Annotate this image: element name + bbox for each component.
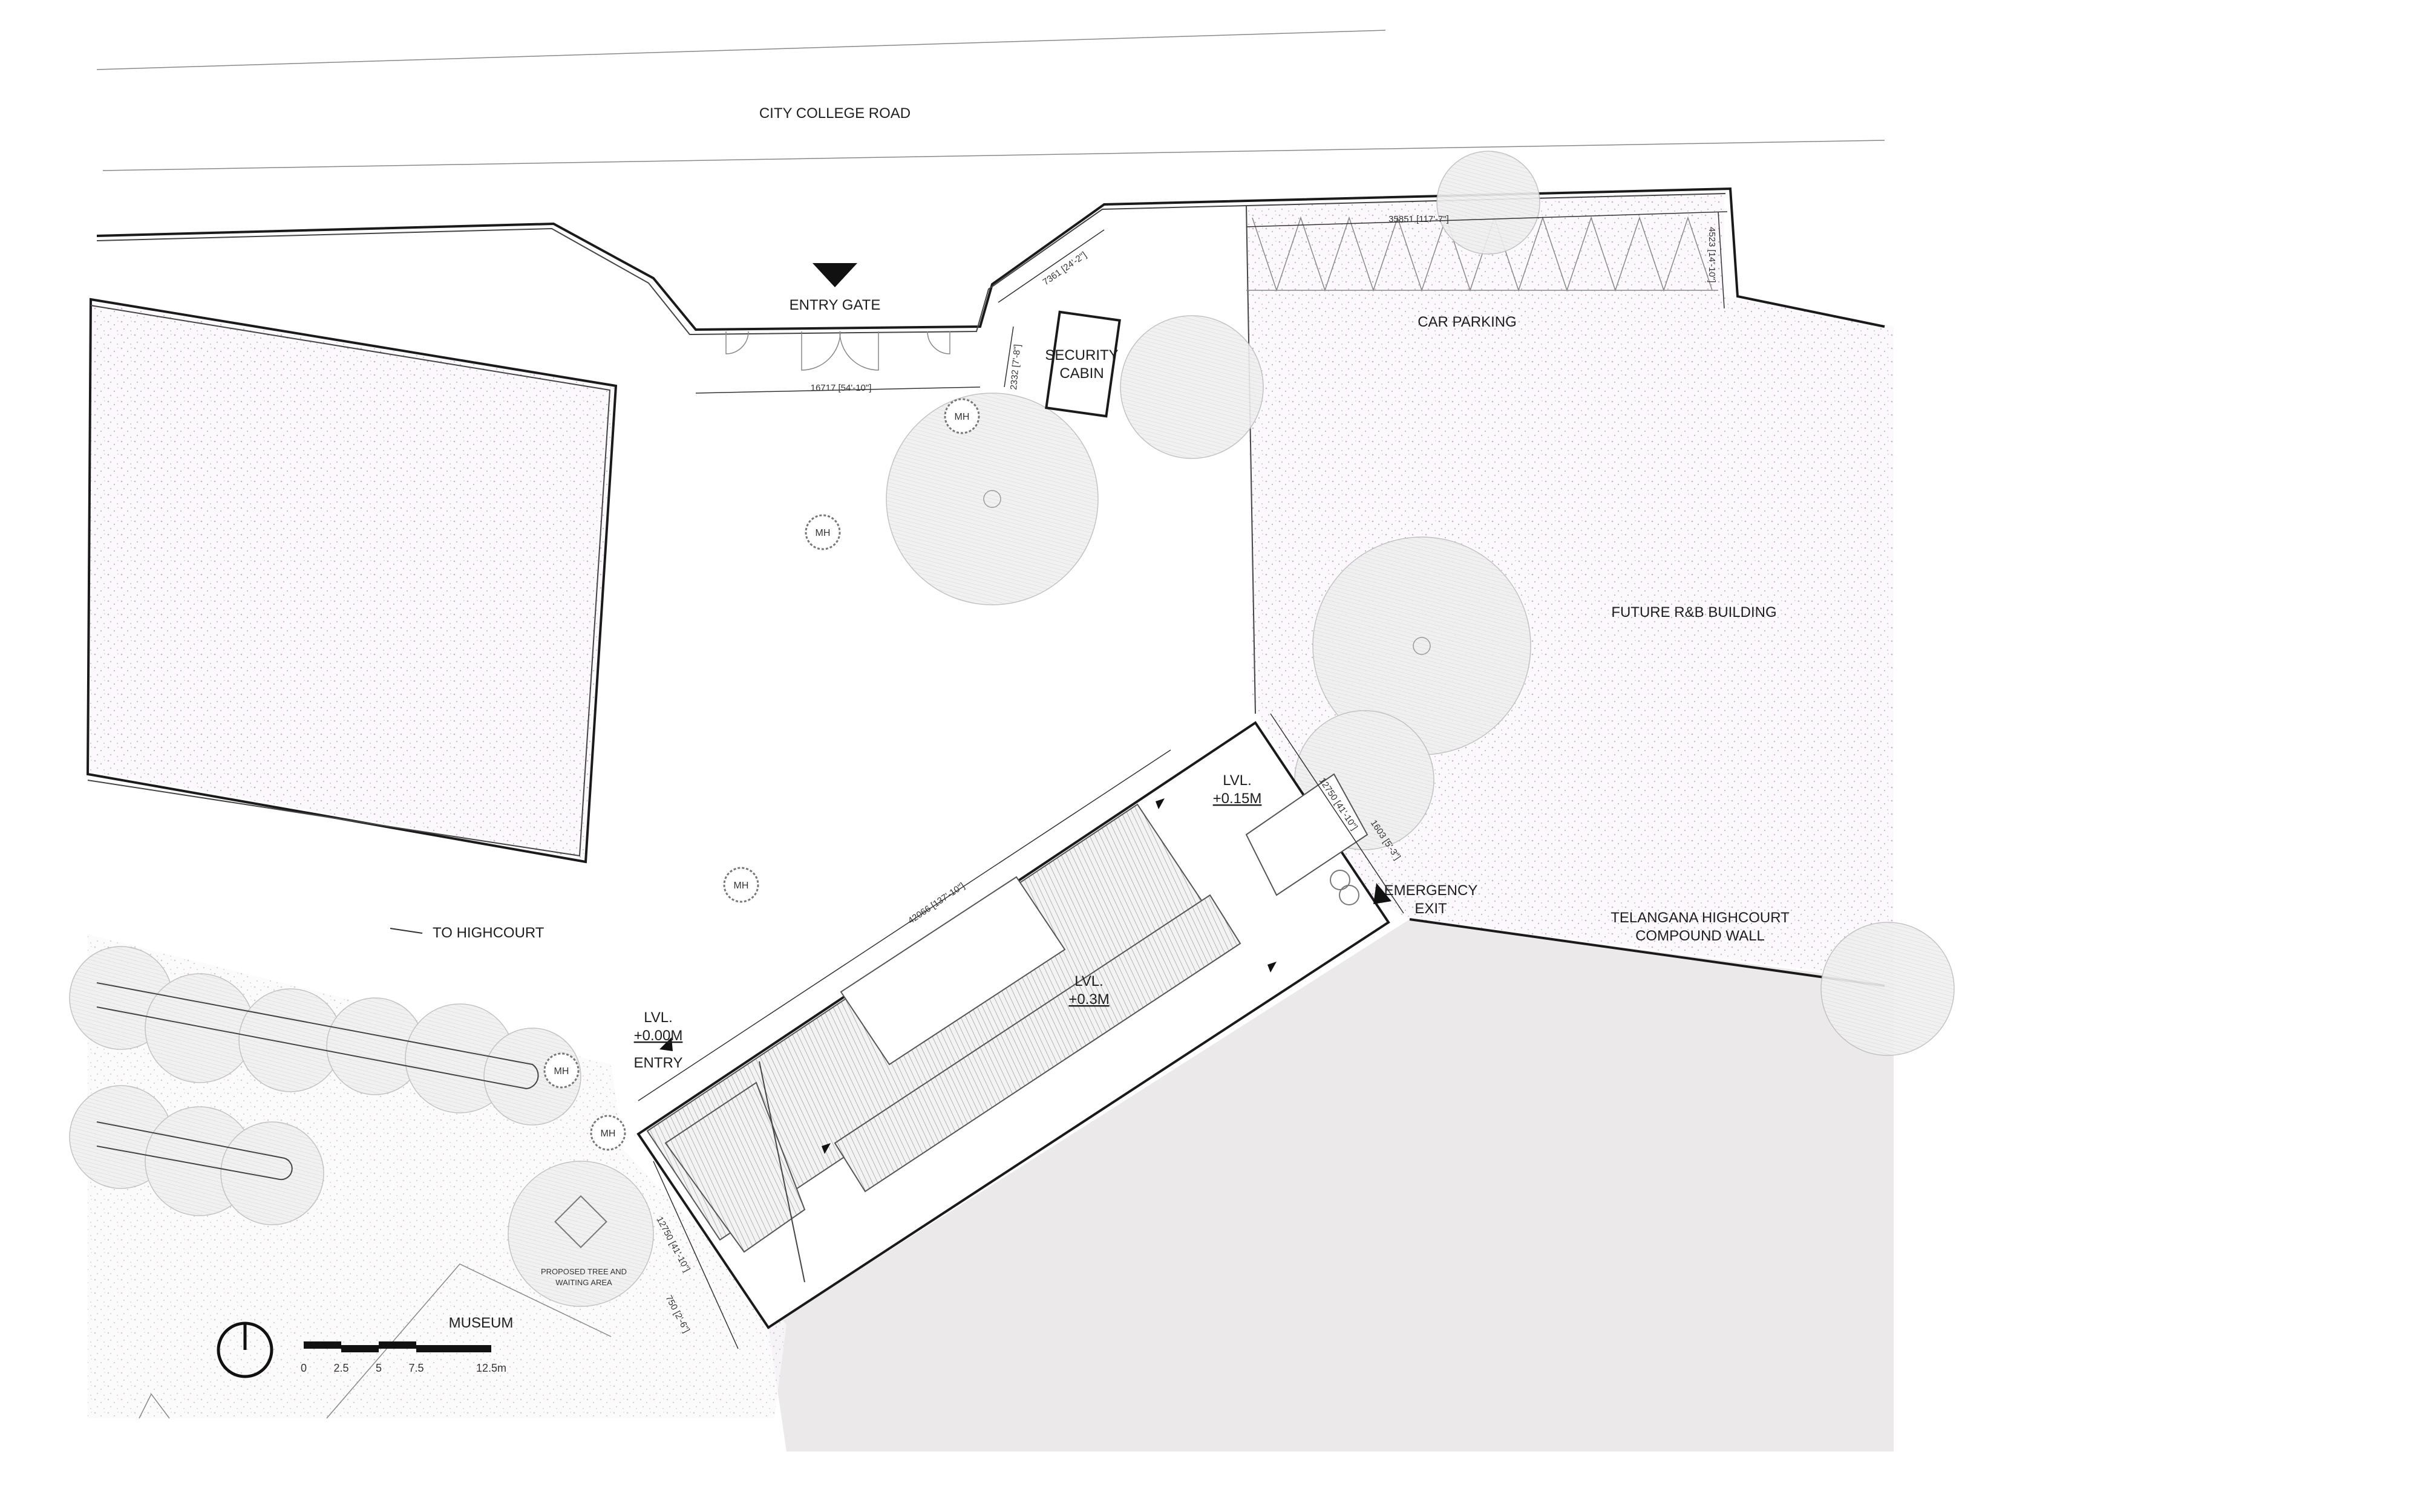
proposed-tree-label-2: WAITING AREA [555,1278,612,1287]
entry-label: ENTRY [634,1055,683,1071]
svg-text:LVL.: LVL. [1074,973,1104,989]
svg-text:MH: MH [734,881,749,891]
svg-text:LVL.: LVL. [1223,772,1252,789]
adjacent-site [768,919,1894,1452]
tree [886,393,1099,605]
tree [483,1028,581,1126]
manhole-3: MH [723,867,759,903]
tree [1436,151,1540,255]
svg-text:MH: MH [955,412,970,422]
entry-direction-arrow [659,1037,673,1051]
proposed-tree-label-1: PROPOSED TREE AND [541,1267,627,1276]
scale-tick-1: 2.5 [333,1362,348,1374]
road [96,30,1885,171]
emergency-exit-label-1: EMERGENCY [1384,882,1478,899]
security-cabin-label-2: CABIN [1059,365,1104,382]
tree [238,988,342,1092]
svg-text:+0.15M: +0.15M [1213,790,1262,807]
future-building-label: FUTURE R&B BUILDING [1611,604,1776,621]
north-arrow-icon [217,1321,273,1378]
dim-gate-return: 2332 [7'-8"] [1009,344,1023,390]
dim-parking-length: 35851 [117'-7"] [1388,214,1449,224]
tree [1120,315,1264,459]
left-plot [88,302,614,859]
dim-parking-depth: 4523 [14'-10"] [1707,227,1717,282]
level-mid: LVL. +0.3M [1068,973,1109,1008]
emergency-exit-arrow [1373,883,1392,904]
tree [145,973,255,1083]
manhole-4: MH [543,1052,580,1089]
entry-gate-label: ENTRY GATE [790,297,881,313]
museum-label: MUSEUM [449,1315,514,1331]
level-upper: LVL. +0.15M [1213,772,1262,807]
emergency-exit-label-2: EXIT [1414,901,1447,917]
tree [508,1161,654,1307]
manhole-2: MH [805,514,841,550]
museum-outline [326,1263,612,1419]
scale-tick-0: 0 [301,1362,307,1374]
scale-bar: 0 2.5 5 7.5 12.5m [301,1341,506,1374]
highcourt-wall-label-1: TELANGANA HIGHCOURT [1611,910,1790,926]
svg-text:+0.00M: +0.00M [634,1028,683,1044]
security-cabin [1045,310,1121,418]
car-parking-label: CAR PARKING [1418,314,1517,330]
manhole-5: MH [590,1115,626,1151]
to-highcourt-label: TO HIGHCOURT [433,925,544,941]
main-building [636,721,1390,1329]
entry-arrow [813,263,857,287]
manhole-1: MH [944,398,980,434]
road-label: CITY COLLEGE ROAD [759,105,911,122]
pathways [96,982,539,1181]
scale-tick-3: 7.5 [408,1362,424,1374]
entry-gate [725,331,950,371]
left-plot-wall [86,298,618,864]
svg-text:MH: MH [816,528,831,538]
scale-tick-2: 5 [376,1362,382,1374]
security-cabin-label-1: SECURITY [1045,347,1118,363]
level-entry: LVL. +0.00M [634,1009,683,1044]
manholes: MH MH MH MH MH [543,398,980,1151]
dim-gate-width: 16717 [54'-10"] [811,383,872,393]
svg-text:+0.3M: +0.3M [1068,991,1109,1008]
svg-text:MH: MH [554,1066,569,1077]
highcourt-wall-label-2: COMPOUND WALL [1635,928,1765,944]
svg-text:LVL.: LVL. [644,1009,673,1026]
svg-text:MH: MH [601,1129,616,1139]
tree [1820,922,1955,1056]
tree [220,1121,324,1225]
dimension-lines [638,211,1728,1349]
scale-tick-4: 12.5m [476,1362,506,1374]
